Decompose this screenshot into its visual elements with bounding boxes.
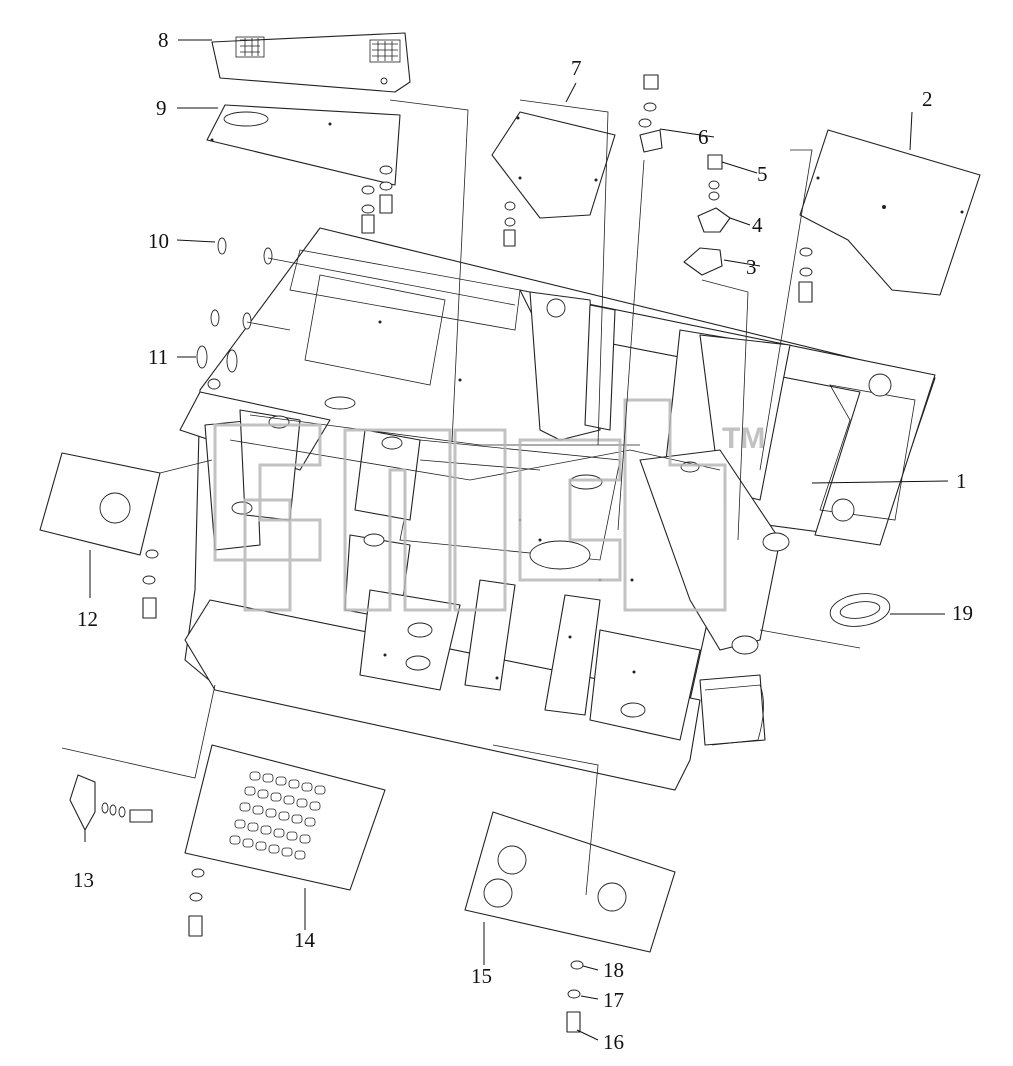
callout-12: 12 bbox=[77, 607, 98, 631]
callout-18: 18 bbox=[603, 958, 624, 982]
callout-6: 6 bbox=[698, 125, 709, 149]
callout-labels: 8 9 7 6 5 4 3 2 10 11 1 12 19 13 14 15 1… bbox=[73, 28, 973, 1054]
callout-10: 10 bbox=[148, 229, 169, 253]
watermark-tm: TM bbox=[722, 422, 765, 455]
part-14-louvered-plate bbox=[184, 744, 386, 937]
part-8-grille-cover bbox=[211, 32, 411, 93]
callout-3: 3 bbox=[746, 255, 757, 279]
part-6-bracket-stack bbox=[638, 74, 663, 153]
callout-16: 16 bbox=[603, 1030, 624, 1054]
callout-15: 15 bbox=[471, 964, 492, 988]
main-frame bbox=[179, 227, 936, 791]
callout-1: 1 bbox=[956, 469, 967, 493]
callout-8: 8 bbox=[158, 28, 169, 52]
callout-19: 19 bbox=[952, 601, 973, 625]
part-7-plate bbox=[491, 111, 616, 247]
part-13-bracket bbox=[69, 774, 153, 831]
part-15-plate bbox=[464, 811, 676, 1033]
callout-14: 14 bbox=[294, 928, 316, 952]
watermark: TM bbox=[213, 398, 765, 612]
callout-4: 4 bbox=[752, 213, 763, 237]
callout-13: 13 bbox=[73, 868, 94, 892]
part-9-plate bbox=[206, 104, 401, 186]
callout-2: 2 bbox=[922, 87, 933, 111]
callout-5: 5 bbox=[757, 162, 768, 186]
part-19-grommet bbox=[829, 593, 891, 627]
callout-11: 11 bbox=[148, 345, 168, 369]
leader-lines bbox=[61, 39, 949, 1041]
parts-3-4-5-stack bbox=[683, 154, 731, 276]
parts-10-11-grommets bbox=[196, 237, 273, 373]
callout-17: 17 bbox=[603, 988, 624, 1012]
part-12-plate bbox=[39, 452, 161, 619]
part-2-plate bbox=[798, 129, 981, 303]
callout-7: 7 bbox=[571, 56, 582, 80]
part-9-fasteners bbox=[361, 165, 393, 234]
callout-9: 9 bbox=[156, 96, 167, 120]
